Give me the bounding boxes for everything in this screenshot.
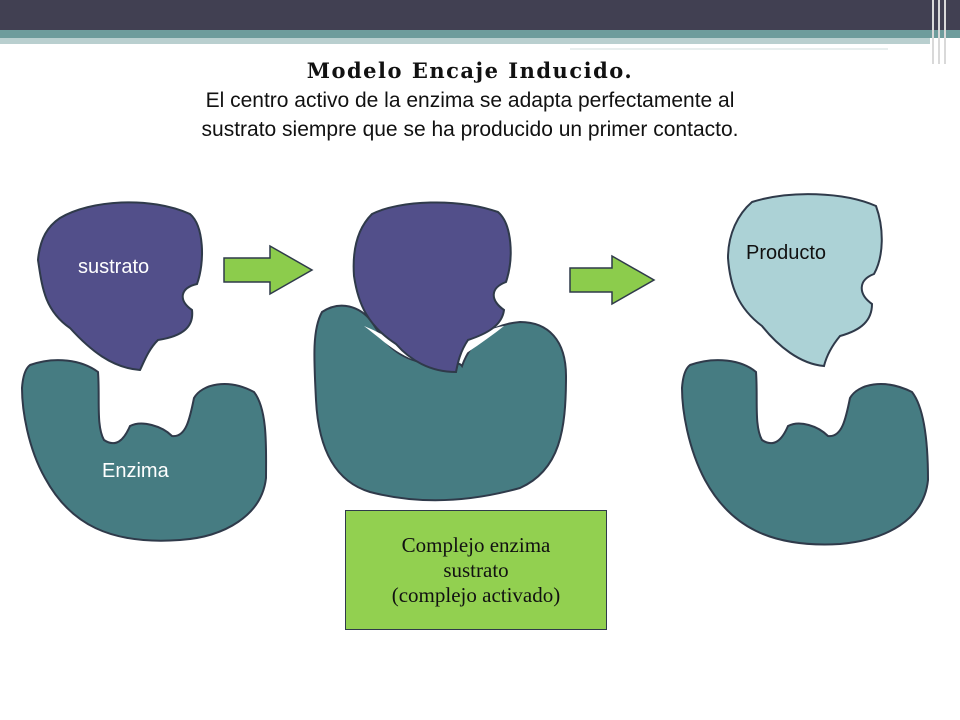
slide-title: Modelo Encaje Inducido. xyxy=(306,58,634,83)
complex-label-line: Complejo enzima xyxy=(401,532,551,557)
top-stripe-light xyxy=(0,38,930,44)
enzyme-shape xyxy=(313,304,568,502)
description-line: sustrato siempre que se ha producido un … xyxy=(201,118,739,141)
complex-label-line: (complejo activado) xyxy=(391,582,561,607)
slide-description: El centro activo de la enzima se adapta … xyxy=(60,86,880,144)
product-shape xyxy=(726,193,883,368)
enzyme-label: Enzima xyxy=(102,460,169,482)
substrate-label: sustrato xyxy=(78,256,150,278)
top-line xyxy=(570,48,888,50)
complex-label-line: sustrato xyxy=(443,557,509,582)
substrate-shape xyxy=(352,201,512,374)
complex-label-box: Complejo enzima sustrato (complejo activ… xyxy=(345,510,607,630)
enzyme-shape xyxy=(680,359,930,546)
enzyme-shape xyxy=(20,359,268,542)
corner-bar xyxy=(932,0,934,64)
top-stripe xyxy=(0,30,960,38)
arrow-icon xyxy=(223,244,314,296)
top-bar xyxy=(0,0,960,30)
description-line: El centro activo de la enzima se adapta … xyxy=(205,89,735,112)
corner-bar xyxy=(944,0,946,64)
corner-bar xyxy=(938,0,940,64)
arrow-icon xyxy=(569,254,656,306)
substrate-shape xyxy=(36,201,203,372)
product-label: Producto xyxy=(746,242,827,264)
